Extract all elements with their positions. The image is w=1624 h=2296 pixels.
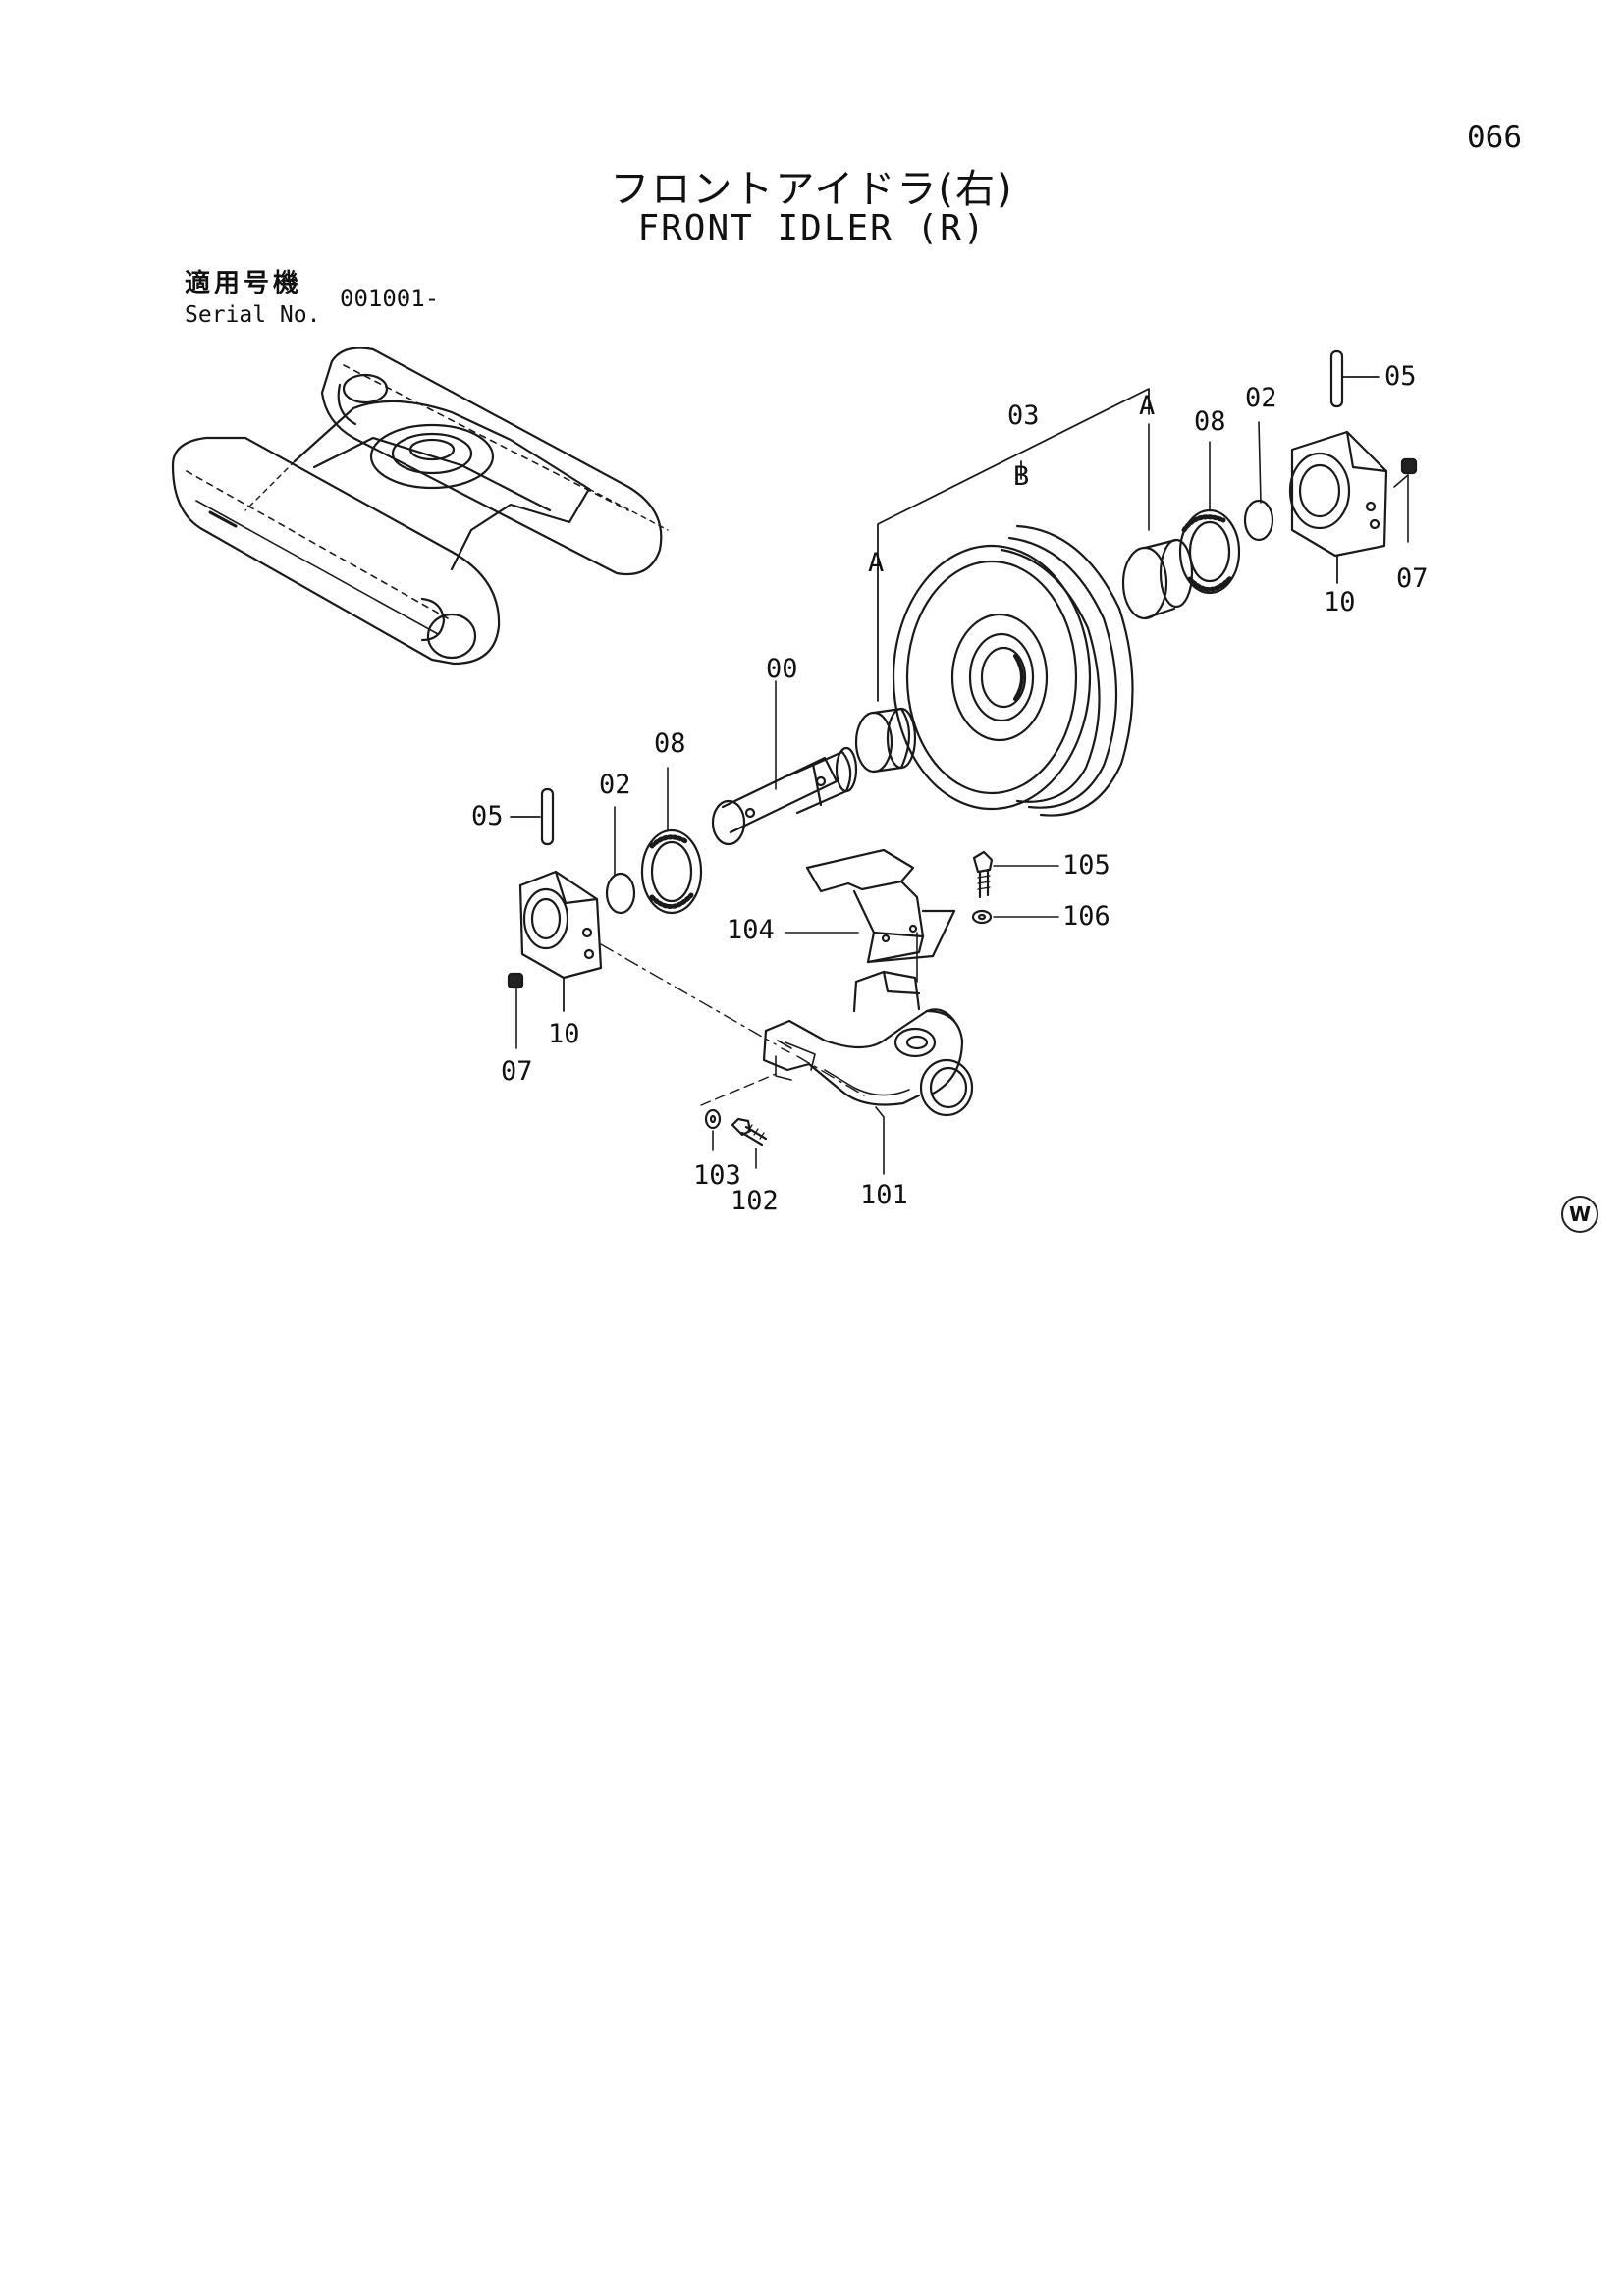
serial-label-japanese: 適用号機 xyxy=(185,269,303,298)
washer-103 xyxy=(704,1108,722,1151)
callout-00: 00 xyxy=(766,654,798,684)
bushing-left xyxy=(854,707,917,774)
callout-a-left: A xyxy=(868,548,885,578)
bushing-right xyxy=(1121,423,1194,620)
page-title-japanese: フロントアイドラ(右) xyxy=(610,167,1014,212)
callout-103: 103 xyxy=(693,1160,741,1191)
idler-shaft-00 xyxy=(711,680,858,846)
page-title-english: FRONT IDLER (R) xyxy=(637,208,987,248)
serial-number-value: 001001- xyxy=(340,285,440,312)
assembly-center-line xyxy=(600,943,865,1096)
callout-104: 104 xyxy=(727,915,775,945)
callout-10-right: 10 xyxy=(1324,587,1356,617)
track-guard-104 xyxy=(785,848,956,964)
floating-seal-08-right xyxy=(1178,441,1241,595)
callout-07-left: 07 xyxy=(501,1056,533,1087)
bearing-block-10-right xyxy=(1288,430,1388,584)
washer-106 xyxy=(971,909,1059,925)
callout-08-left: 08 xyxy=(654,728,686,759)
callout-102: 102 xyxy=(731,1186,779,1216)
bolt-105 xyxy=(972,850,1059,899)
reference-bracket-a-b xyxy=(877,388,1150,702)
callout-02-right: 02 xyxy=(1245,383,1277,413)
bearing-block-10-left xyxy=(518,870,603,1012)
callout-b: B xyxy=(1013,461,1030,492)
pin-05-right xyxy=(1329,349,1380,408)
callout-07-right: 07 xyxy=(1396,563,1429,594)
page-number: 066 xyxy=(1467,120,1522,155)
o-ring-02-right xyxy=(1243,499,1274,542)
callout-106: 106 xyxy=(1062,901,1110,932)
floating-seal-08-left xyxy=(640,767,703,915)
idler-wheel-03 xyxy=(892,524,1134,817)
setscrew-07-right xyxy=(1393,457,1418,543)
pin-05-left xyxy=(510,787,555,846)
bolt-axis-line xyxy=(700,1073,777,1106)
idler-yoke-101 xyxy=(762,932,974,1175)
callout-02-left: 02 xyxy=(599,770,631,800)
serial-label-english: Serial No. xyxy=(185,302,321,328)
o-ring-02-left xyxy=(605,872,636,915)
w-mark-icon: W xyxy=(1561,1196,1598,1233)
callout-a-right: A xyxy=(1139,391,1156,421)
callout-101: 101 xyxy=(860,1180,908,1210)
callout-03: 03 xyxy=(1007,400,1040,431)
bolt-102 xyxy=(731,1117,768,1169)
undercarriage-overview-illustration xyxy=(171,347,669,666)
callout-05-right: 05 xyxy=(1384,361,1417,392)
setscrew-07-left xyxy=(507,972,524,1049)
callout-05-left: 05 xyxy=(471,801,504,831)
callout-105: 105 xyxy=(1062,850,1110,881)
callout-08-right: 08 xyxy=(1194,406,1226,437)
callout-10-left: 10 xyxy=(548,1019,580,1049)
